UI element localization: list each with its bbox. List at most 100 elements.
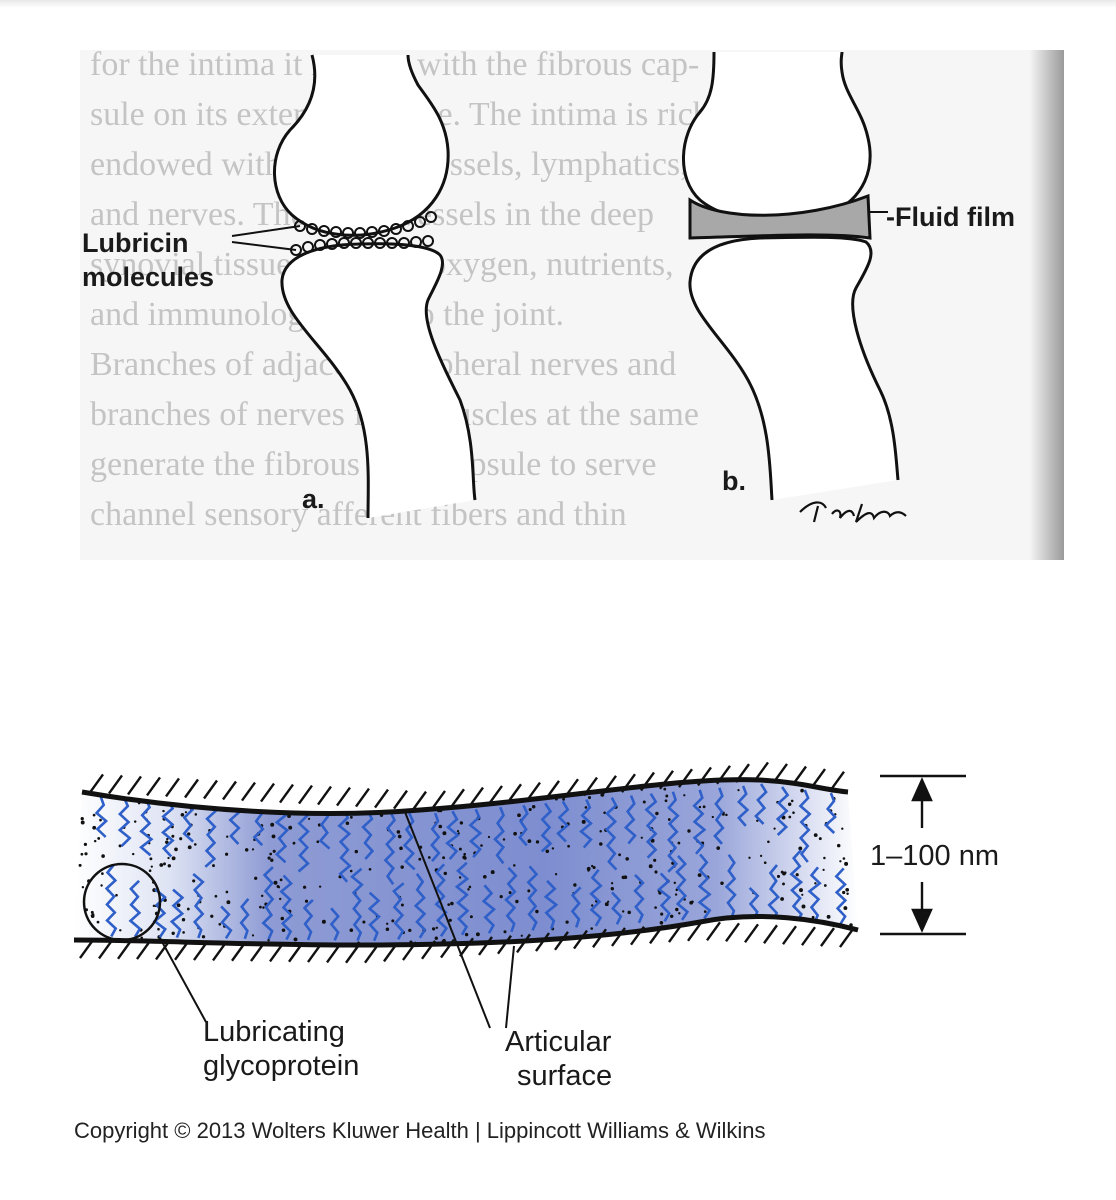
glycoprotein-strand: [383, 811, 397, 885]
hatch-mark: [592, 928, 607, 948]
fluid-particle: [267, 856, 271, 860]
boundary-lubrication-figure: 1–100 nm Lubricating glycoprotein Articu…: [0, 740, 1116, 1110]
fluid-particle: [349, 928, 354, 932]
hatch-mark: [583, 776, 598, 797]
hatch-mark: [763, 924, 778, 944]
fluid-particle: [174, 847, 178, 852]
hatch-mark: [773, 763, 788, 783]
fluid-particle: [181, 918, 186, 922]
fluid-particle: [702, 805, 706, 809]
fluid-particle: [273, 880, 278, 885]
fluid-particle: [826, 914, 831, 919]
fluid-particle: [499, 895, 503, 899]
fluid-particle: [468, 885, 472, 889]
fluid-particle: [313, 788, 318, 792]
fluid-particle: [581, 819, 586, 824]
fluid-particle: [438, 824, 443, 829]
glycoprotein-strand: [430, 812, 441, 862]
hatch-mark: [336, 786, 351, 807]
hatch-mark: [640, 771, 655, 792]
fluid-particle: [508, 891, 512, 895]
fluid-particle: [81, 886, 85, 889]
hatch-mark: [298, 784, 313, 805]
fluid-particle: [660, 932, 665, 937]
hatch-mark: [811, 768, 826, 788]
fluid-particle: [513, 864, 516, 867]
hatch-mark: [820, 927, 835, 947]
fluid-particle: [713, 946, 717, 950]
fluid-particle: [716, 846, 721, 850]
fluid-particle: [780, 897, 784, 901]
glycoprotein-strand: [204, 802, 218, 868]
fluid-particle: [590, 927, 594, 930]
book-spine-shadow: [1030, 50, 1064, 560]
glycoprotein-strand: [481, 884, 497, 934]
fluid-particle: [480, 844, 483, 847]
glycoprotein-strand: [789, 849, 804, 923]
fluid-particle: [182, 931, 185, 934]
fluid-particle: [554, 873, 558, 876]
fluid-particle: [281, 786, 285, 791]
glycoprotein-strand: [128, 879, 142, 938]
fluid-particle: [788, 815, 792, 819]
glycoprotein-strand: [767, 864, 780, 922]
glycoprotein-strand: [589, 869, 603, 927]
fluid-particle: [165, 840, 169, 845]
fluid-particle: [386, 922, 389, 925]
fluid-particle: [443, 871, 448, 876]
fluid-particle: [482, 874, 487, 879]
fluid-particle: [251, 934, 255, 937]
fluid-particle: [463, 856, 467, 860]
fluid-particle: [448, 918, 452, 922]
fluid-particle: [654, 870, 658, 874]
fluid-particle: [475, 932, 480, 937]
hatch-mark: [630, 925, 645, 946]
lubricin-leader-lines: [231, 225, 301, 251]
fluid-particle: [159, 786, 163, 789]
glycoprotein-strand: [104, 863, 118, 938]
fluid-particle: [625, 857, 629, 861]
fluid-particle: [787, 802, 792, 807]
hatch-mark: [706, 921, 721, 942]
fluid-particle: [474, 947, 476, 949]
hatch-mark: [155, 940, 170, 961]
fluid-particle: [270, 822, 275, 827]
lower-surface-hatching: [79, 921, 854, 964]
hatch-mark: [165, 777, 180, 798]
fluid-particle: [171, 834, 175, 838]
fluid-particle: [622, 910, 625, 913]
fluid-particle: [379, 784, 383, 788]
fluid-particle: [81, 944, 85, 945]
fluid-particle: [244, 848, 249, 852]
fluid-particle: [535, 909, 539, 914]
hatch-mark: [744, 923, 759, 943]
hatch-mark: [716, 765, 731, 785]
hatch-mark: [355, 787, 370, 808]
fluid-particle: [721, 812, 725, 816]
panel-b-lower-bone: [688, 235, 900, 501]
fluid-film: [688, 193, 872, 240]
hatch-mark: [393, 789, 408, 810]
glycoprotein-strand: [445, 810, 460, 861]
gap-size-label: 1–100 nm: [870, 840, 999, 872]
fluid-particle: [725, 813, 728, 817]
glycoprotein-strand: [736, 785, 750, 827]
lubricin-label-line2: molecules: [82, 262, 215, 292]
fluid-particle: [562, 797, 566, 801]
fluid-particle: [845, 887, 850, 892]
fluid-particle: [721, 943, 725, 945]
fluid-particle: [513, 831, 517, 836]
fluid-particle: [431, 927, 436, 931]
glycoprotein-strand: [329, 907, 340, 941]
fluid-particle: [528, 807, 532, 812]
hatch-mark: [250, 942, 265, 962]
fluid-particle: [434, 936, 438, 940]
fluid-particle: [527, 839, 532, 843]
glycoprotein-strand: [611, 891, 623, 925]
fluid-particle: [83, 842, 88, 847]
glycoprotein-strand: [468, 808, 483, 859]
hatch-mark: [127, 775, 142, 796]
lower-bead-chain: [290, 235, 434, 256]
fluid-particle: [687, 829, 691, 833]
glycoprotein-strand: [337, 809, 352, 883]
